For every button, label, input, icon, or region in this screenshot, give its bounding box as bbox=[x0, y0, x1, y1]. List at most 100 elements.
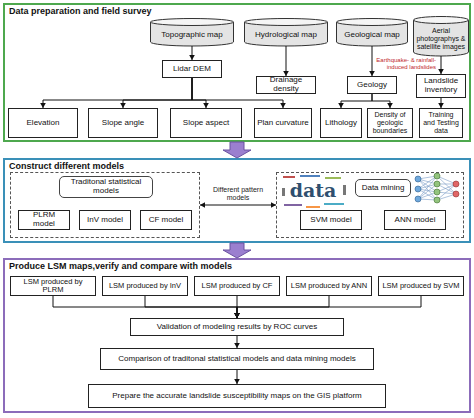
connector-line bbox=[192, 46, 193, 60]
process-box: SVM model bbox=[300, 210, 362, 230]
connector-line bbox=[237, 370, 238, 384]
block-arrow bbox=[223, 243, 251, 258]
arrow-head bbox=[271, 202, 276, 208]
section-title: Produce LSM maps,verify and compare with… bbox=[9, 261, 232, 272]
block-arrow bbox=[223, 142, 251, 158]
process-box: Training and Testing data bbox=[419, 108, 463, 138]
word-cloud-word bbox=[282, 188, 285, 196]
network-neuron bbox=[434, 197, 440, 203]
node-text: LSM produced by PLRM bbox=[13, 278, 93, 295]
arrow-head bbox=[438, 103, 444, 108]
process-box: Validation of modeling results by ROC cu… bbox=[130, 318, 344, 336]
process-box: Drainage density bbox=[256, 76, 316, 94]
node-text: Slope angle bbox=[102, 119, 144, 128]
section-flow-arrow bbox=[223, 142, 251, 158]
connector-line bbox=[237, 296, 329, 318]
network-neuron bbox=[415, 176, 421, 182]
arrow-head bbox=[120, 103, 126, 108]
word-cloud-text: data bbox=[286, 179, 340, 201]
node-text: Slope aspect bbox=[183, 119, 229, 128]
node-text: Training and Testing data bbox=[422, 111, 460, 134]
connector bbox=[338, 94, 372, 108]
process-box: LSM produced by CF bbox=[194, 276, 280, 296]
section-title: Construct different models bbox=[9, 161, 124, 172]
cylinder-top bbox=[414, 17, 469, 24]
node-text: LSM produced by CF bbox=[202, 282, 273, 290]
network-neuron bbox=[434, 181, 440, 187]
connector bbox=[200, 202, 276, 208]
node-text: Prepare the accurate landslide susceptib… bbox=[112, 392, 361, 401]
connector-line bbox=[237, 296, 238, 318]
section-panel: Produce LSM maps,verify and compare with… bbox=[3, 258, 471, 413]
arrow-head bbox=[369, 71, 375, 76]
cylinder-top bbox=[337, 19, 408, 26]
process-box: Lithology bbox=[320, 108, 362, 138]
node-text: Landslide inventory bbox=[419, 77, 463, 95]
word-cloud-word bbox=[300, 175, 320, 177]
group-heading: Data mining bbox=[355, 179, 411, 197]
connector bbox=[234, 296, 329, 318]
arrow-head bbox=[338, 103, 344, 108]
connector bbox=[369, 46, 375, 76]
connector-line bbox=[192, 78, 206, 108]
node-text: Topographic map bbox=[161, 31, 222, 40]
arrow-head bbox=[234, 313, 240, 318]
word-cloud-word bbox=[324, 203, 344, 205]
process-box: CF model bbox=[140, 210, 192, 230]
connector bbox=[120, 78, 192, 108]
connector bbox=[234, 296, 421, 318]
process-box: LSM produced by SVM bbox=[378, 276, 464, 296]
connector bbox=[189, 46, 195, 60]
node-text: Density of geologic boundaries bbox=[370, 111, 410, 134]
node-text: Plan curvature bbox=[257, 119, 309, 128]
arrow-head bbox=[234, 313, 240, 318]
connector-line bbox=[237, 336, 238, 348]
connector-line bbox=[43, 78, 192, 108]
section-flow-arrow bbox=[223, 243, 251, 258]
neural-network-icon bbox=[415, 173, 459, 203]
node-text: Validation of modeling results by ROC cu… bbox=[157, 323, 317, 332]
network-neuron bbox=[415, 186, 421, 192]
connector bbox=[192, 78, 286, 108]
process-box: LSM produced by PLRM bbox=[10, 276, 96, 296]
arrow-head bbox=[189, 55, 195, 60]
process-box: Comparison of traditonal statistical mod… bbox=[100, 348, 374, 370]
process-box: Lidar DEM bbox=[162, 60, 222, 78]
connector bbox=[372, 94, 393, 108]
process-box: Prepare the accurate landslide susceptib… bbox=[88, 384, 386, 408]
cylinder-top bbox=[151, 19, 234, 26]
network-neuron bbox=[434, 173, 440, 179]
arrow-head bbox=[203, 103, 209, 108]
process-box: LSM produced by InV bbox=[102, 276, 188, 296]
network-neuron bbox=[434, 189, 440, 195]
connector-line bbox=[192, 78, 283, 108]
process-box: ANN model bbox=[384, 210, 446, 230]
connector bbox=[40, 78, 192, 108]
connector bbox=[438, 56, 444, 74]
process-box: Elevation bbox=[8, 108, 78, 138]
connector-line bbox=[145, 296, 237, 318]
node-text: LSM produced by InV bbox=[109, 282, 181, 290]
section-panel: Construct different modelsTraditonal sta… bbox=[3, 158, 471, 243]
connector-line bbox=[53, 296, 237, 318]
word-cloud-word bbox=[283, 176, 295, 178]
process-box: Slope aspect bbox=[170, 108, 242, 138]
network-links bbox=[418, 176, 456, 200]
data-source-cylinder: Topographic map bbox=[150, 18, 234, 46]
node-text: LSM produced by SVM bbox=[382, 282, 459, 290]
node-text: Lithology bbox=[325, 119, 357, 128]
connector bbox=[53, 296, 240, 318]
process-box: InV model bbox=[79, 210, 131, 230]
node-text: Elevation bbox=[27, 119, 60, 128]
word-cloud-word bbox=[306, 206, 320, 208]
network-neuron bbox=[415, 196, 421, 202]
network-neuron bbox=[453, 181, 459, 187]
arrow-head bbox=[387, 103, 393, 108]
arrow-head bbox=[234, 313, 240, 318]
process-box: Landslide inventory bbox=[416, 74, 466, 98]
arrow-head bbox=[234, 343, 240, 348]
node-text: Lidar DEM bbox=[173, 65, 211, 74]
arrow-head bbox=[438, 69, 444, 74]
process-box: LSM produced by ANN bbox=[286, 276, 372, 296]
